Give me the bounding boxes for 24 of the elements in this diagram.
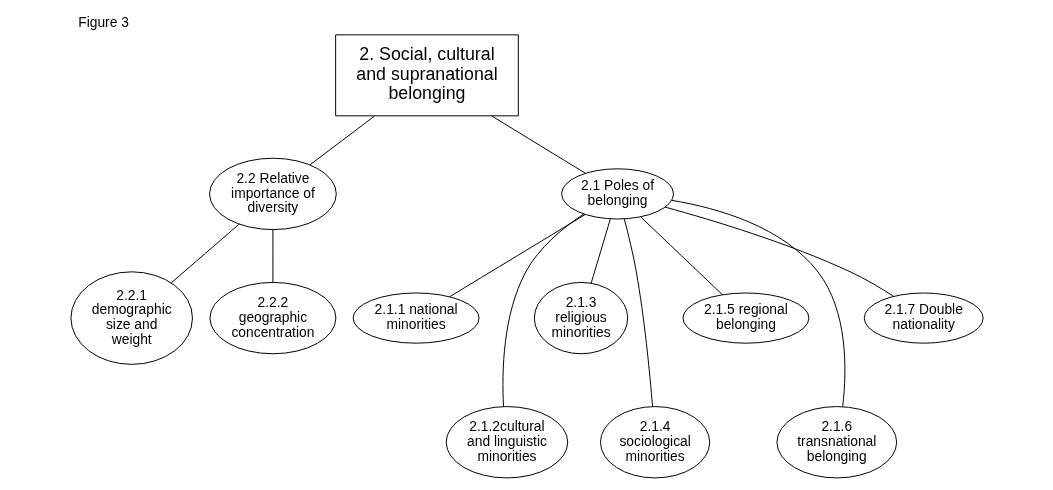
connector	[501, 213, 584, 408]
node-ellipse: 2.2 Relative importance of diversity	[208, 157, 337, 231]
diagram-title: Figure 3	[77, 14, 129, 31]
node-box: 2. Social, cultural and supranational belonging	[334, 34, 519, 117]
connector	[639, 216, 723, 296]
connector	[664, 206, 894, 297]
connector	[670, 199, 845, 408]
node-ellipse: 2.1.1 national minorities	[352, 292, 480, 344]
node-ellipse: 2.1.5 regional belonging	[681, 292, 809, 344]
node-ellipse: 2.1 Poles of belonging	[560, 168, 674, 220]
connector	[623, 218, 653, 407]
connector	[448, 214, 586, 298]
connector	[170, 223, 240, 284]
node-ellipse: 2.1.4 sociological minorities	[599, 406, 710, 479]
node-ellipse: 2.2.1 demographic size and weight	[69, 271, 193, 365]
connector	[309, 115, 375, 166]
connector	[490, 115, 586, 174]
node-ellipse: 2.1.7 Double nationality	[863, 292, 984, 344]
node-ellipse: 2.2.2 geographic concentration	[208, 281, 336, 355]
connector	[271, 229, 273, 283]
node-ellipse: 2.1.3 religious minorities	[533, 281, 628, 355]
node-ellipse: 2.1.6 transnational belonging	[775, 406, 897, 479]
node-ellipse: 2.1.2cultural and linguistic minorities	[445, 406, 568, 479]
connector	[590, 218, 611, 284]
